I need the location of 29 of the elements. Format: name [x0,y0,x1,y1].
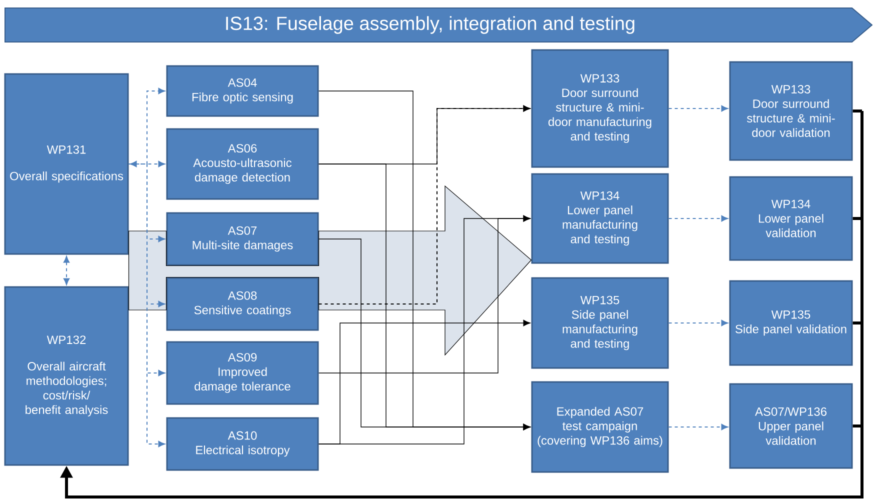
arrow [668,320,728,326]
arrow [63,256,70,285]
process-box: WP134 Lower panel validation [729,176,853,261]
process-box: AS06 Acousto-ultrasonic damage detection [166,128,319,200]
process-box: AS10 Electrical isotropy [166,417,319,471]
arrow [668,215,728,222]
block-arrow [128,185,532,356]
arrow [318,238,530,430]
arrow [318,105,530,304]
title-banner: IS13: Fuselage assembly, integration and testing [4,8,873,42]
feedback-arrow [60,110,864,498]
process-box: AS07/WP136 Upper panel validation [729,383,853,469]
arrow [668,105,728,112]
arrow [130,160,165,168]
process-box: WP135 Side panel manufacturing and testing [531,277,669,369]
process-box: WP135 Side panel validation [729,280,853,366]
process-box: AS04 Fibre optic sensing [166,65,319,117]
process-box: AS07 Multi-site damages [166,212,319,266]
process-box: WP131 Overall specifications [4,73,129,255]
process-box: WP133 Door surround structure & mini-door manufacturing and testing [531,49,669,168]
process-box: Expanded AS07 test campaign (covering WP136 aims) [531,381,669,473]
process-box: WP132 Overall aircraft methodologies; cost/risk/ benefit analysis [4,286,129,466]
process-box: AS08 Sensitive coatings [166,277,319,331]
process-box: AS09 Improved damage tolerance [166,341,319,405]
process-box: WP134 Lower panel manufacturing and testing [531,173,669,264]
process-box: WP133 Door surround structure & mini-door validation [729,61,853,161]
arrow [318,320,530,444]
arrow [128,164,165,448]
arrow [668,424,728,430]
